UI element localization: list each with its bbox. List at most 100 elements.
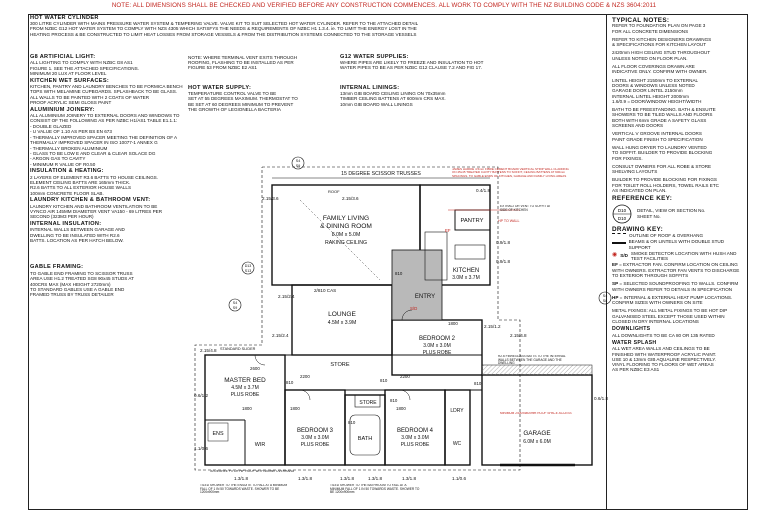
wir-label: WIR <box>255 442 266 448</box>
slider-label: STANDARD SLIDER <box>220 347 256 351</box>
legend-label: = SELECTED SOUNDPROOFING TO WALLS. CONFI… <box>612 281 739 292</box>
vent-note: NOTE: WHERE TERMINAL VENT EXITS THROUGH … <box>188 55 328 71</box>
door-dim: 810 <box>348 420 356 425</box>
laundry-vent-line: VYNCO AIR 145MM DIAMETER VENT VA150 - 69… <box>30 208 163 214</box>
ref-label: DETAIL, VIEW OR SECTION No. <box>637 208 706 214</box>
hallway-walls <box>284 354 483 391</box>
typical-note-line: FOR FIXINGS. <box>612 155 643 161</box>
gable-line: TO GABLE END FRAMING TO SCISSOR TRUSS <box>30 270 133 276</box>
robe-dim: 2200 <box>400 374 410 379</box>
ref-bubble-top: D10 <box>618 208 627 213</box>
linings-title: INTERNAL LININGS: <box>340 85 400 91</box>
roof-pitch-wrap: 30 DEGREE PITCH HIP ROOF WITH 600mm OVER… <box>210 470 294 473</box>
window-dim: 1.3/1.8 <box>368 476 382 481</box>
water-splash-title: WATER SPLASH <box>612 339 657 346</box>
vent-line: ROOFING, FLASHING TO BE INSTALLED AS PER <box>188 60 294 66</box>
hwc-line: HEATING PROCESS & BE CONSTRUCTED TO LIMI… <box>30 31 417 37</box>
ensuite-shower <box>207 422 229 442</box>
typical-note-line: PAINT GRADE FINISH TO SPECIFICATION <box>612 136 703 142</box>
roof-outline <box>194 166 521 471</box>
typical-note-line: FOR ALL CONCRETE DIMENSIONS <box>612 28 689 34</box>
typical-note-line: VERTICAL V GROOVE INTERNAL DOORS <box>612 131 702 137</box>
hp-note: HP TO WALL <box>498 219 519 223</box>
aluminium-line: THERMALLY IMPROVED SPACER IN ISO 10077-1… <box>30 140 158 146</box>
door-dim: 810 <box>395 271 403 276</box>
legend-symbol: HP <box>612 294 619 300</box>
downlights-line: ALL DOWNLIGHTS TO BE CA 80 OR 135 RATED <box>612 332 715 338</box>
typical-note-line: SHELVING LAYOUTS <box>612 169 658 175</box>
reference-key: D10 D10 DETAIL, VIEW OR SECTION No. SHEE… <box>612 204 744 224</box>
internal-insulation-line: BATTS. LOCATION AS PER HATCH BELOW. <box>30 238 124 243</box>
water-splash-line: FINISHED WITH WATERPROOF ACRYLIC PAINT. <box>612 351 717 357</box>
typical-note-line: INTERNAL LINTEL HEIGHT 2000mm <box>612 93 689 99</box>
entry-hatch <box>391 249 443 321</box>
aluminium-line: - MINIMUM R VALUE OF R0.50 <box>30 161 96 167</box>
extractor-vent-note: EXTRACTOR VENT TO SOFFIT AT SIDE OF KITC… <box>500 205 551 212</box>
typical-note-line: BATH TO BE FREESTANDING. BATH & ENSUITE <box>612 107 716 113</box>
r26-note: R2.6 FIBREGLASS BATTS TO THE INTERNAL WA… <box>498 355 566 366</box>
legend-metal-fixings: METAL FIXINGS: ALL METAL FIXINGS TO BE H… <box>612 308 744 324</box>
reference-key-title: REFERENCE KEY: <box>612 195 673 203</box>
gable-framing-note: GABLE FRAMING: TO GABLE END FRAMING TO S… <box>30 264 270 298</box>
window-dim: 2.15/1.2 <box>484 324 501 329</box>
kitchen-island <box>454 244 486 260</box>
insulation-note: INSULATION & HEATING: 2 LAYERS OF ELEMEN… <box>30 168 270 196</box>
legend-label: = EXTRACTOR FAN. CONFIRM LOCATION ON CEI… <box>612 262 740 278</box>
family-room-label2: & DINING ROOM <box>320 223 372 230</box>
typical-note-line: UNLESS NOTED ON FLOOR PLAN. <box>612 55 688 61</box>
kitchen-wet-line: TOPS WITH MELAMINE CUPBOARDS. SPLASHBACK… <box>30 89 178 95</box>
bath-tile-wrap: TILED SHOWER TO THE BATHROOM TO FALL AT … <box>330 484 420 495</box>
gable-title: GABLE FRAMING: <box>30 264 84 271</box>
gable-line: 400CRS MAX (MAX HEIGHT 2720mm) <box>30 281 111 287</box>
ref-bubble-bottom: D10 <box>618 216 627 221</box>
typical-note-line: AS INDICATED ON PLAN. <box>612 188 667 194</box>
kitchen-wet-note: KITCHEN WET SURFACES: KITCHEN, PANTRY AN… <box>30 77 270 106</box>
vent-line: FIGURE 53 FROM NZBC E2 AS1 <box>188 65 257 71</box>
gable-line: FRAMED TRUSS BY TRUSS DETAILER <box>30 292 114 298</box>
robe-dim: 1800 <box>448 321 458 326</box>
linings-line: 10mm GIB BOARD WALL LININGS <box>340 101 413 107</box>
kitchen-wet-title: KITCHEN WET SURFACES: <box>30 77 110 84</box>
legend-symbol: EF <box>612 262 618 268</box>
section-marker-bottom: S9 <box>296 164 300 168</box>
typical-notes-title: TYPICAL NOTES: <box>612 17 670 24</box>
bath-shower-note: TILED SHOWER TO THE BATHROOM TO FALL AT … <box>330 484 420 495</box>
window-dim: 1.3/1.8 <box>234 476 248 481</box>
window-dim: 0.6/1.8 <box>594 396 608 401</box>
hws-line: THE GROWTH OF LEGIONELLA BACTERIA <box>188 106 281 112</box>
legend-sp: SP = SELECTED SOUNDPROOFING TO WALLS. CO… <box>612 281 744 292</box>
window-dim: 1.1/0.6 <box>194 446 208 451</box>
window-dim: 0.4/1.8 <box>476 188 490 193</box>
door-dim: 810 <box>390 398 398 403</box>
insulation-line: 2 LAYERS OF ELEMENT R3.6 BATTS TO HOUSE … <box>30 174 158 180</box>
column-divider <box>606 14 607 510</box>
window-dim: 2.15/4.8 <box>200 348 217 353</box>
gable-line: AREA USE H1.2 TREATED SG8 90x45 STUDS AT <box>30 276 134 282</box>
window-dim: 2.15/4.8 <box>510 333 527 338</box>
window-dim: 1.3/1.8 <box>340 476 354 481</box>
g12-line: WATER PIPES TO BE AS PER NZBC G12 CLAUSE… <box>340 65 483 71</box>
kitchen-wet-line: ALL WALLS TO BE PAINTED WITH 2 COATS OF … <box>30 94 150 100</box>
garage-note-wrap: MINIMUM 2400x4800mm ROOF SPACE ACCESS <box>500 412 572 415</box>
water-splash-line: VINYL FLOORING TO FLOORS OF WET AREAS <box>612 362 714 368</box>
section-marker-bottom: S9 <box>233 306 237 310</box>
typical-note-line: LINTEL HEIGHT 2150mm TO EXTERNAL <box>612 77 699 83</box>
hot-water-cylinder-note: HOT WATER CYLINDER 300 LITRE CYLINDER WI… <box>30 15 590 37</box>
bedroom4-extra: PLUS ROBE <box>401 442 430 448</box>
bedroom4-label: BEDROOM 4 <box>397 428 434 434</box>
bath-label: BATH <box>358 436 373 442</box>
legend-beams: BEAMS & OR LINTELS WITH DOUBLE STUD SUPP… <box>612 239 744 250</box>
robe-dim: 2200 <box>300 374 310 379</box>
water-splash-line: AS PER NZBC E3 AS1 <box>612 367 660 373</box>
window-dim: 2/810 CAS <box>314 288 336 293</box>
aluminium-line: - DOUBLE GLAZED <box>30 123 72 129</box>
internal-insulation-note: INTERNAL INSULATION: INTERNAL WALLS BETW… <box>30 221 270 244</box>
g8-line: FIGURE 1. SEE THE ATTACHED SPECIFICATION… <box>30 65 139 71</box>
hot-water-supply-note: HOT WATER SUPPLY: TEMPERATURE CONTROL VA… <box>188 85 328 112</box>
laundry-label: LDRY <box>450 408 464 414</box>
